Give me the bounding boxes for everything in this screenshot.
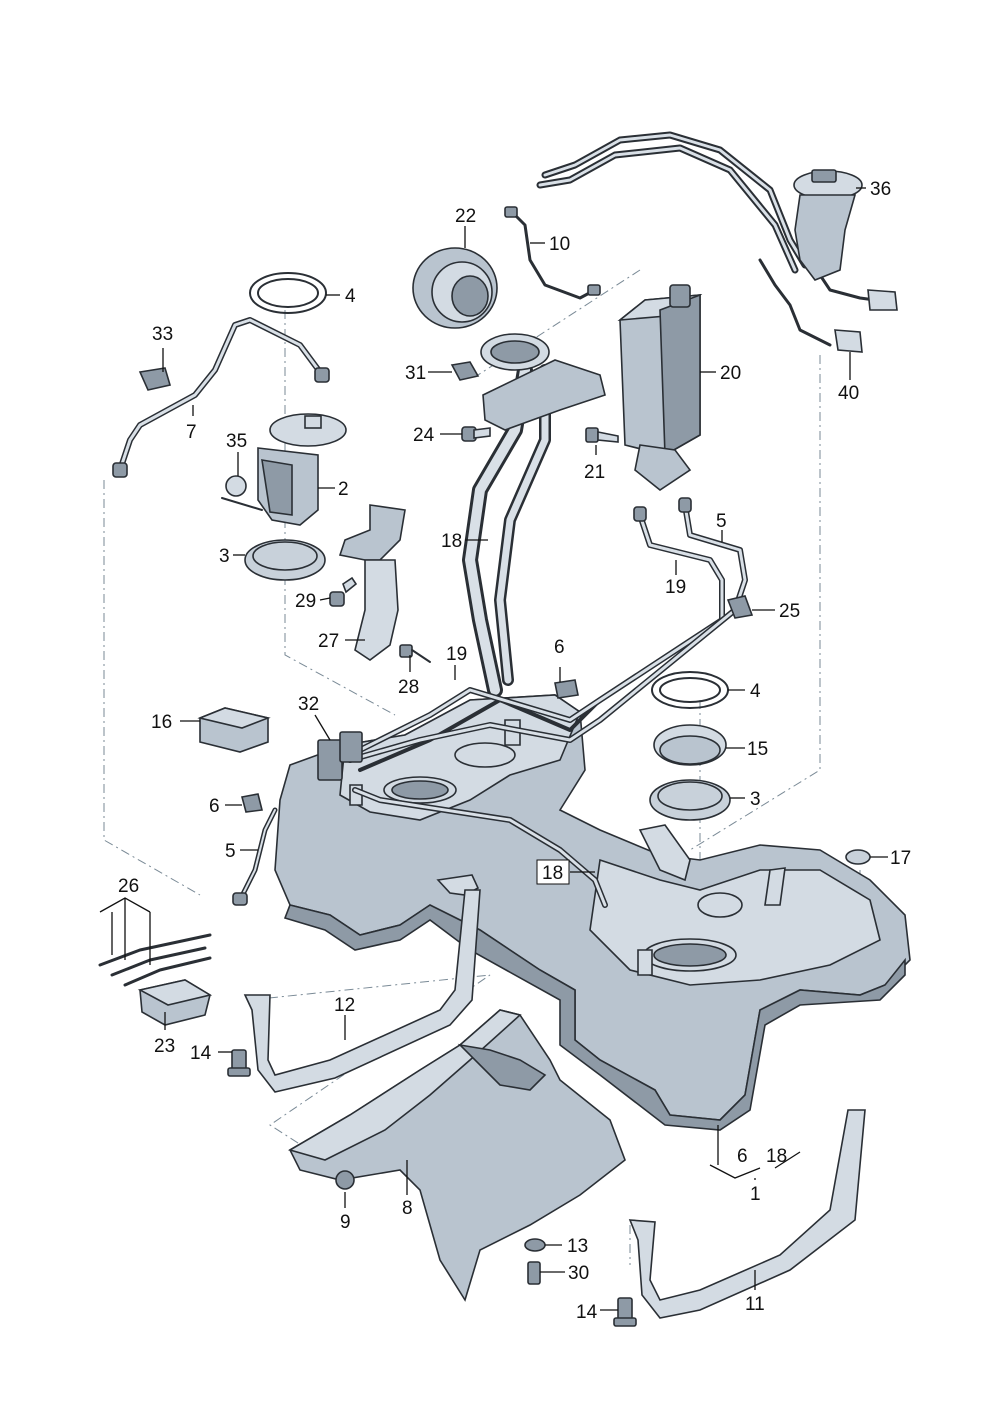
label-2: 2 [338, 479, 349, 500]
leader-lines [99, 187, 888, 1311]
fuel-lines [232, 497, 748, 908]
connector-housing-23 [137, 979, 213, 1026]
clip-6-left [241, 793, 263, 813]
label-6: 6 [209, 796, 220, 817]
label-16: 16 [151, 712, 172, 733]
filler-cap-housing-22 [412, 247, 498, 329]
strap-11 [628, 1109, 866, 1319]
lock-ring-4-right [651, 671, 729, 709]
label-7: 7 [186, 422, 197, 443]
label-20: 20 [720, 363, 741, 384]
label-33: 33 [152, 324, 173, 345]
nut-13 [524, 1238, 546, 1252]
label-19: 19 [446, 644, 467, 665]
label-31: 31 [405, 363, 426, 384]
label-32: 32 [298, 694, 319, 715]
label-26: 26 [118, 876, 139, 897]
sender-harness [536, 131, 898, 353]
pipe-7 [112, 317, 330, 478]
label-18: 18 [441, 531, 462, 552]
label-1: 1 [750, 1184, 761, 1205]
filter-35 [221, 475, 263, 511]
wires-26 [98, 933, 212, 987]
label-4: 4 [345, 286, 356, 307]
bracket-27 [338, 504, 406, 661]
label-24: 24 [413, 425, 435, 446]
nut-9 [335, 1170, 355, 1190]
label-21: 21 [584, 462, 605, 483]
label-22: 22 [455, 206, 476, 227]
label-9: 9 [340, 1212, 351, 1233]
bolt-21 [585, 427, 619, 443]
label-17: 17 [890, 848, 911, 869]
label-35: 35 [226, 431, 247, 452]
label-10: 10 [549, 234, 570, 255]
label-36: 36 [870, 179, 891, 200]
label-14-right: 14 [576, 1302, 598, 1323]
label-15: 15 [747, 739, 768, 760]
screw-29 [329, 576, 358, 607]
label-14: 14 [190, 1043, 212, 1064]
label-40: 40 [838, 383, 859, 404]
control-unit-16 [197, 707, 271, 753]
filler-neck [358, 333, 606, 772]
bolt-14-right [613, 1297, 637, 1327]
label-30: 30 [568, 1263, 589, 1284]
heat-shield-8 [287, 1009, 626, 1302]
label-29: 29 [295, 591, 316, 612]
label-3: 3 [219, 546, 230, 567]
clip-6-top [554, 679, 579, 699]
label-18-bottom: 18 [766, 1146, 787, 1167]
flange-15 [653, 724, 727, 766]
clip-25 [726, 595, 754, 619]
clip-31 [450, 361, 480, 381]
clip-28 [399, 644, 431, 663]
label-6-top: 6 [554, 637, 565, 658]
connector-32 [317, 731, 363, 781]
part-labels: 4 33 7 35 2 3 29 27 28 19 16 32 6 5 26 2… [118, 179, 911, 1323]
label-27: 27 [318, 631, 339, 652]
label-11: 11 [745, 1294, 765, 1315]
label-18-box [536, 859, 570, 885]
sealing-ring-3-left [244, 539, 326, 581]
sender-unit-36 [793, 169, 863, 281]
label-6-bottom: 6 [737, 1146, 748, 1167]
label-3-right: 3 [750, 789, 761, 810]
strap-12 [243, 889, 481, 1093]
label-19-right: 19 [665, 577, 686, 598]
cable-10 [504, 206, 601, 300]
lock-ring-4-top [249, 272, 327, 314]
sealing-ring-3-right [649, 779, 731, 821]
label-13: 13 [567, 1236, 588, 1257]
fuel-tank [274, 694, 911, 1131]
bolt-30 [527, 1261, 541, 1285]
screw-24 [461, 426, 491, 442]
grommet-17 [845, 849, 871, 865]
label-5-right: 5 [716, 511, 727, 532]
fuel-pump-2 [257, 413, 347, 526]
label-8: 8 [402, 1198, 413, 1219]
label-25: 25 [779, 601, 800, 622]
label-4-right: 4 [750, 681, 761, 702]
bolt-14-left [227, 1049, 251, 1077]
label-18-boxed: 18 [542, 863, 563, 884]
label-23: 23 [154, 1036, 175, 1057]
label-12: 12 [334, 995, 355, 1016]
clamp-33 [138, 367, 172, 391]
label-5: 5 [225, 841, 236, 862]
label-28: 28 [398, 677, 419, 698]
carbon-canister-20 [617, 284, 703, 491]
